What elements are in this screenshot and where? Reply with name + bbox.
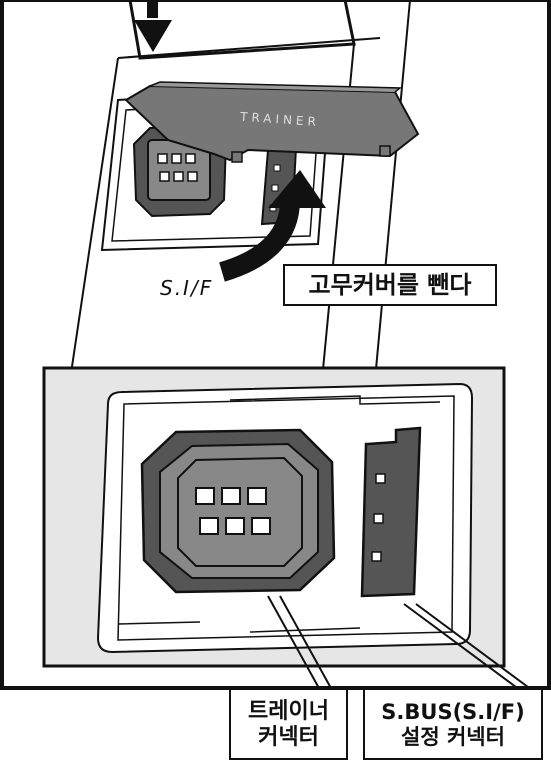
device-back-edge [374,0,411,381]
sbus-connector-callout: S.BUS(S.I/F) 설정 커넥터 [363,688,543,760]
leader-line-sbus [403,603,533,691]
trainer-callout-line-1: 트레이너 [248,698,329,724]
upper-trainer-pins [157,153,198,182]
curved-arrow-icon [218,170,326,282]
arrow-down-icon [134,0,172,52]
sbus-callout-line-2: 설정 커넥터 [401,725,505,749]
sbus-callout-line-1: S.BUS(S.I/F) [381,699,525,724]
leader-line-trainer [267,595,333,691]
device-left-edge [69,57,119,381]
sbus-connector [360,426,422,598]
sif-port-label: S.I/F [160,276,214,300]
trainer-callout-line-2: 커넥터 [258,725,319,750]
trainer-connector-pins [195,487,271,535]
device-top-edge [117,37,381,59]
remove-cover-callout: 고무커버를 뺀다 [283,264,497,306]
cover-label: TRAINER [239,110,321,130]
device-body-outline [128,0,356,60]
sbus-connector-pins [371,473,386,562]
trainer-connector-callout: 트레이너 커넥터 [229,688,348,760]
